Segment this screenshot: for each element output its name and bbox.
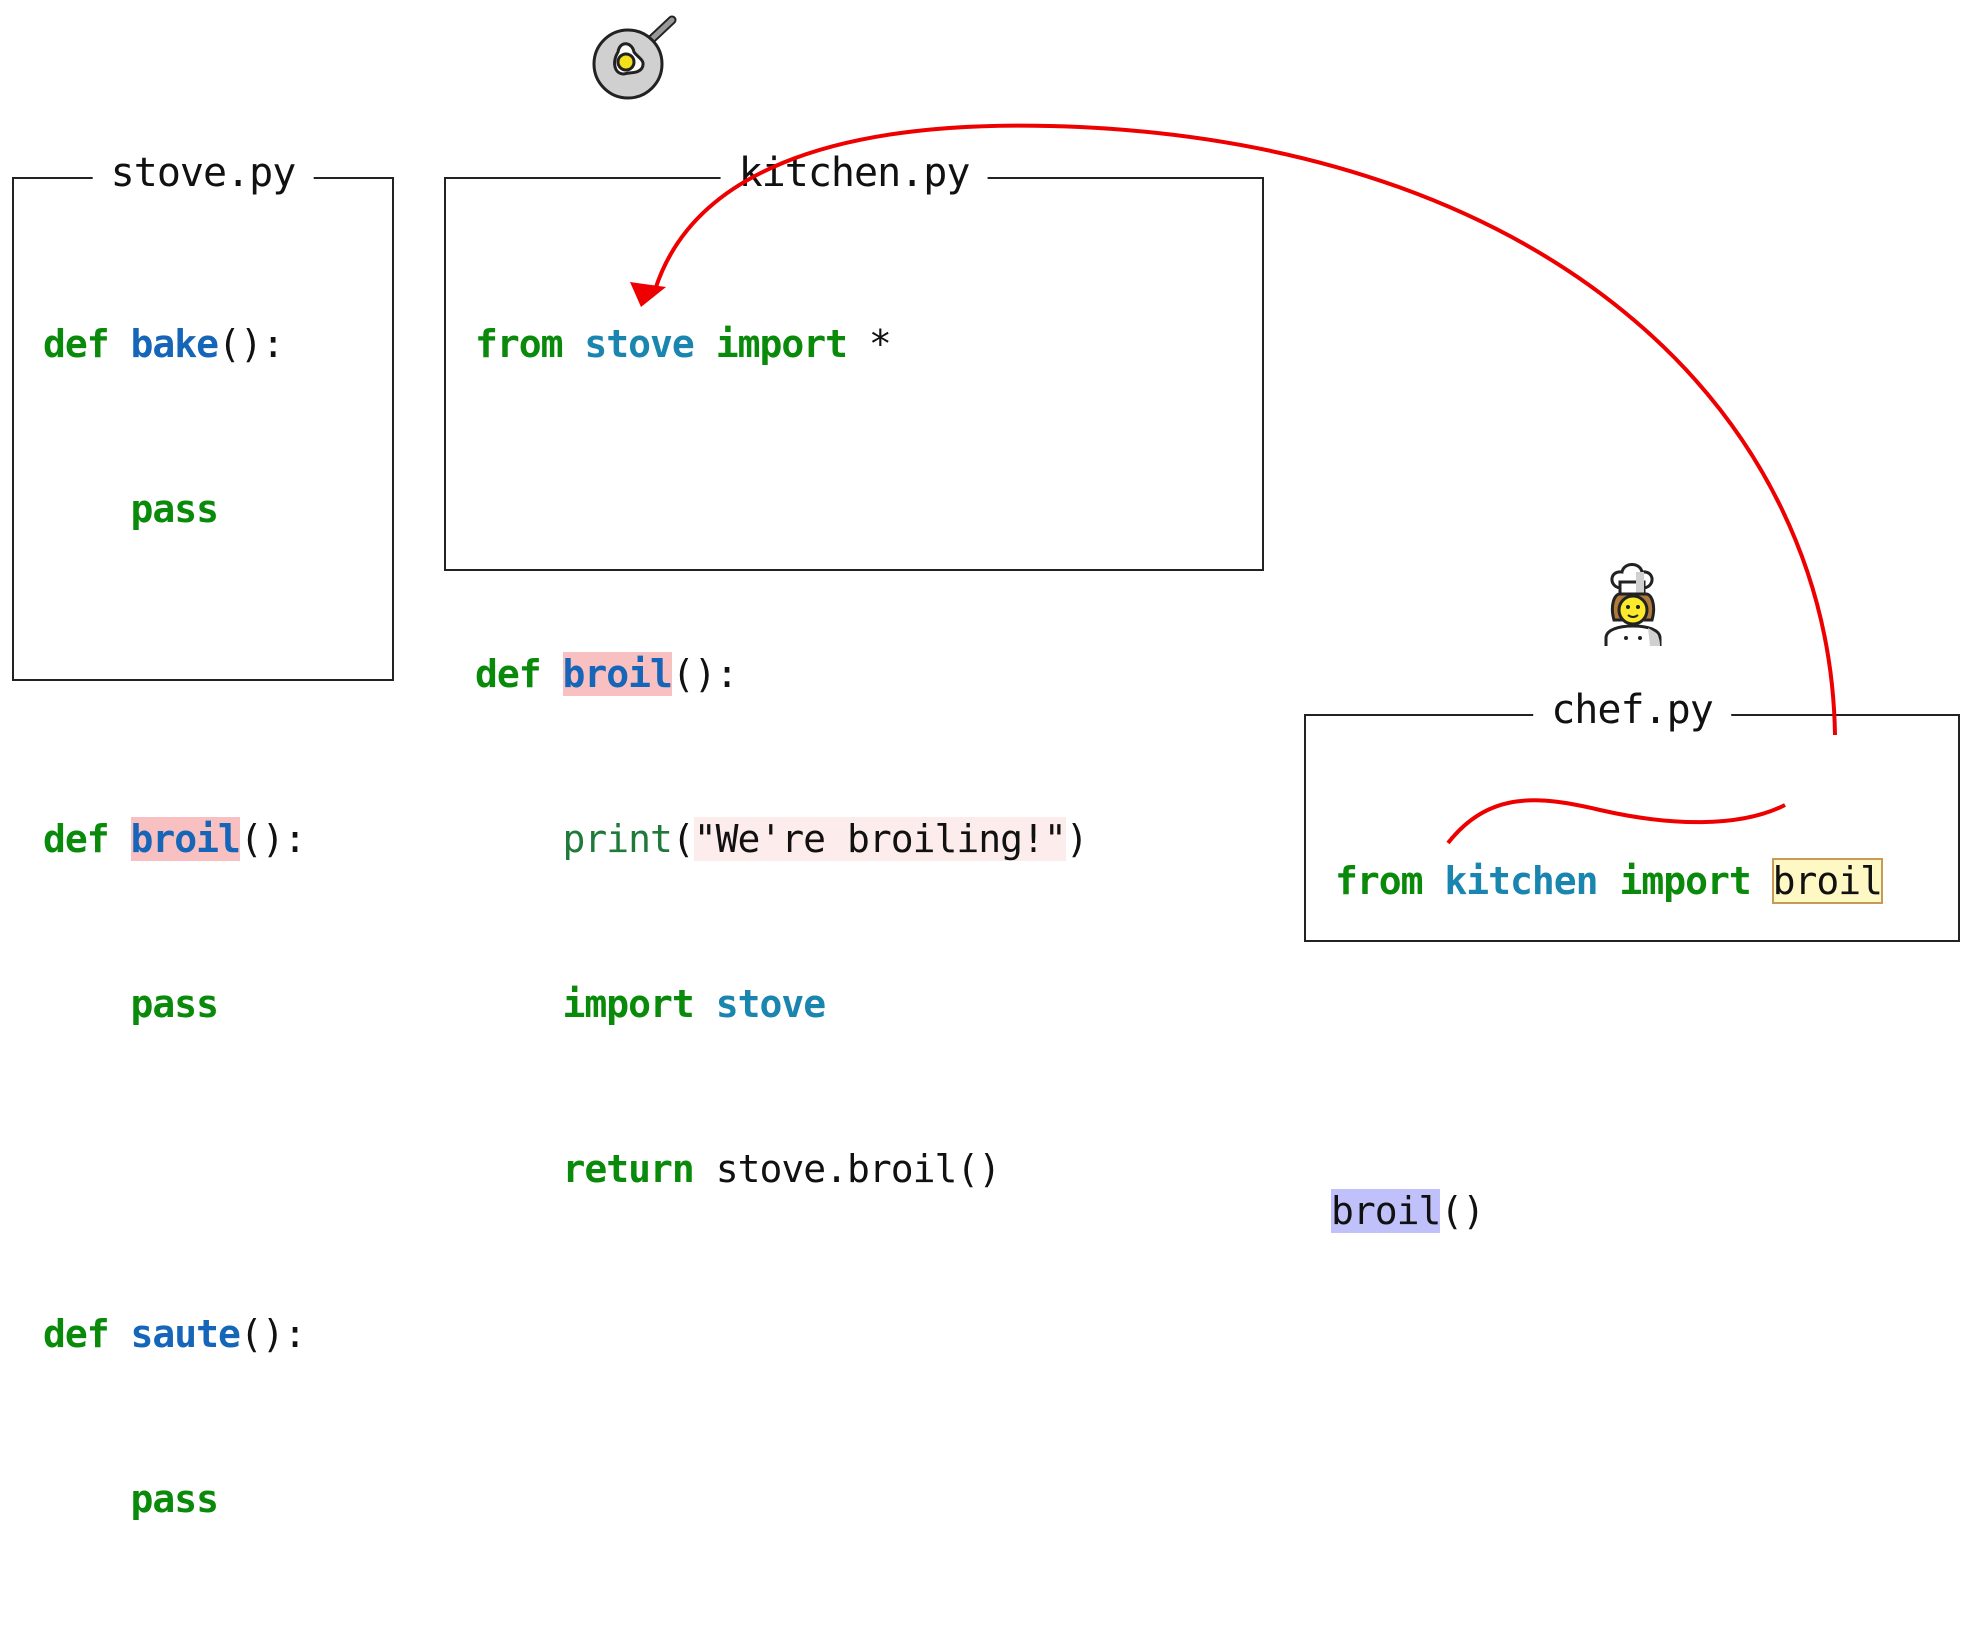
stove-code: def bake(): pass def broil(): pass def s… <box>43 207 307 1637</box>
blank-line <box>43 647 306 702</box>
keyword: def <box>43 1312 110 1356</box>
code-line: from kitchen import broil <box>1335 854 1884 909</box>
punctuation: ( <box>671 817 695 861</box>
chef-icon <box>1604 563 1662 646</box>
chef-file-panel: chef.py from kitchen import broil broil(… <box>1304 686 1960 1233</box>
keyword: from <box>1335 859 1424 903</box>
punctuation: (): <box>239 817 307 861</box>
punctuation: (): <box>239 1312 307 1356</box>
code-line: import stove <box>475 977 1088 1032</box>
blank-line <box>43 1142 306 1197</box>
blank-line <box>1335 1019 1882 1074</box>
keyword: pass <box>130 1477 220 1521</box>
code-line: return stove.broil() <box>475 1142 1088 1197</box>
chef-file-title: chef.py <box>1533 686 1731 734</box>
function-name-saute: saute <box>130 1312 241 1356</box>
punctuation: ) <box>1065 817 1089 861</box>
code-line: pass <box>43 977 306 1032</box>
module-name: stove <box>584 322 694 366</box>
stove-file-title: stove.py <box>92 149 314 197</box>
keyword: import <box>562 982 695 1026</box>
frying-pan-icon <box>592 15 677 100</box>
code-line: def broil(): <box>475 647 1088 702</box>
keyword: from <box>475 322 564 366</box>
keyword: pass <box>130 487 220 531</box>
chef-code: from kitchen import broil broil() <box>1331 744 1884 1349</box>
expression: stove.broil() <box>715 1147 1001 1191</box>
stove-file-panel: stove.py def bake(): pass def broil(): p… <box>12 149 394 1521</box>
kitchen-file-title: kitchen.py <box>720 149 988 197</box>
keyword: def <box>43 817 110 861</box>
kitchen-file-panel: kitchen.py from stove import * def broil… <box>444 149 1264 1191</box>
code-line: print("We're broiling!") <box>475 812 1089 867</box>
code-line: def saute(): <box>43 1307 307 1362</box>
module-name: stove <box>715 982 826 1026</box>
string-literal: "We're broiling!" <box>693 817 1067 861</box>
code-line: from stove import * <box>475 317 1088 372</box>
keyword: import <box>715 322 848 366</box>
blank-line <box>475 482 1088 537</box>
call-broil-highlighted: broil <box>1331 1189 1441 1233</box>
kitchen-code: from stove import * def broil(): print("… <box>475 207 1089 1307</box>
punctuation: (): <box>671 652 739 696</box>
function-name-bake: bake <box>130 322 220 366</box>
code-line: def broil(): <box>43 812 307 867</box>
keyword: import <box>1619 859 1751 903</box>
imported-name-broil-highlighted: broil <box>1771 858 1884 904</box>
punctuation: (): <box>218 322 285 366</box>
code-line: pass <box>43 482 306 537</box>
code-line: pass <box>43 1472 306 1527</box>
code-line: def bake(): <box>43 317 306 372</box>
keyword: def <box>43 322 110 366</box>
function-name-broil-highlighted: broil <box>562 652 673 696</box>
builtin-print: print <box>562 817 673 861</box>
module-name: kitchen <box>1444 859 1598 903</box>
punctuation: () <box>1440 1189 1485 1233</box>
keyword: return <box>562 1147 695 1191</box>
wildcard: * <box>868 322 892 366</box>
code-line: broil() <box>1331 1184 1882 1239</box>
function-name-broil-highlighted: broil <box>130 817 241 861</box>
keyword: def <box>475 652 542 696</box>
keyword: pass <box>130 982 220 1026</box>
